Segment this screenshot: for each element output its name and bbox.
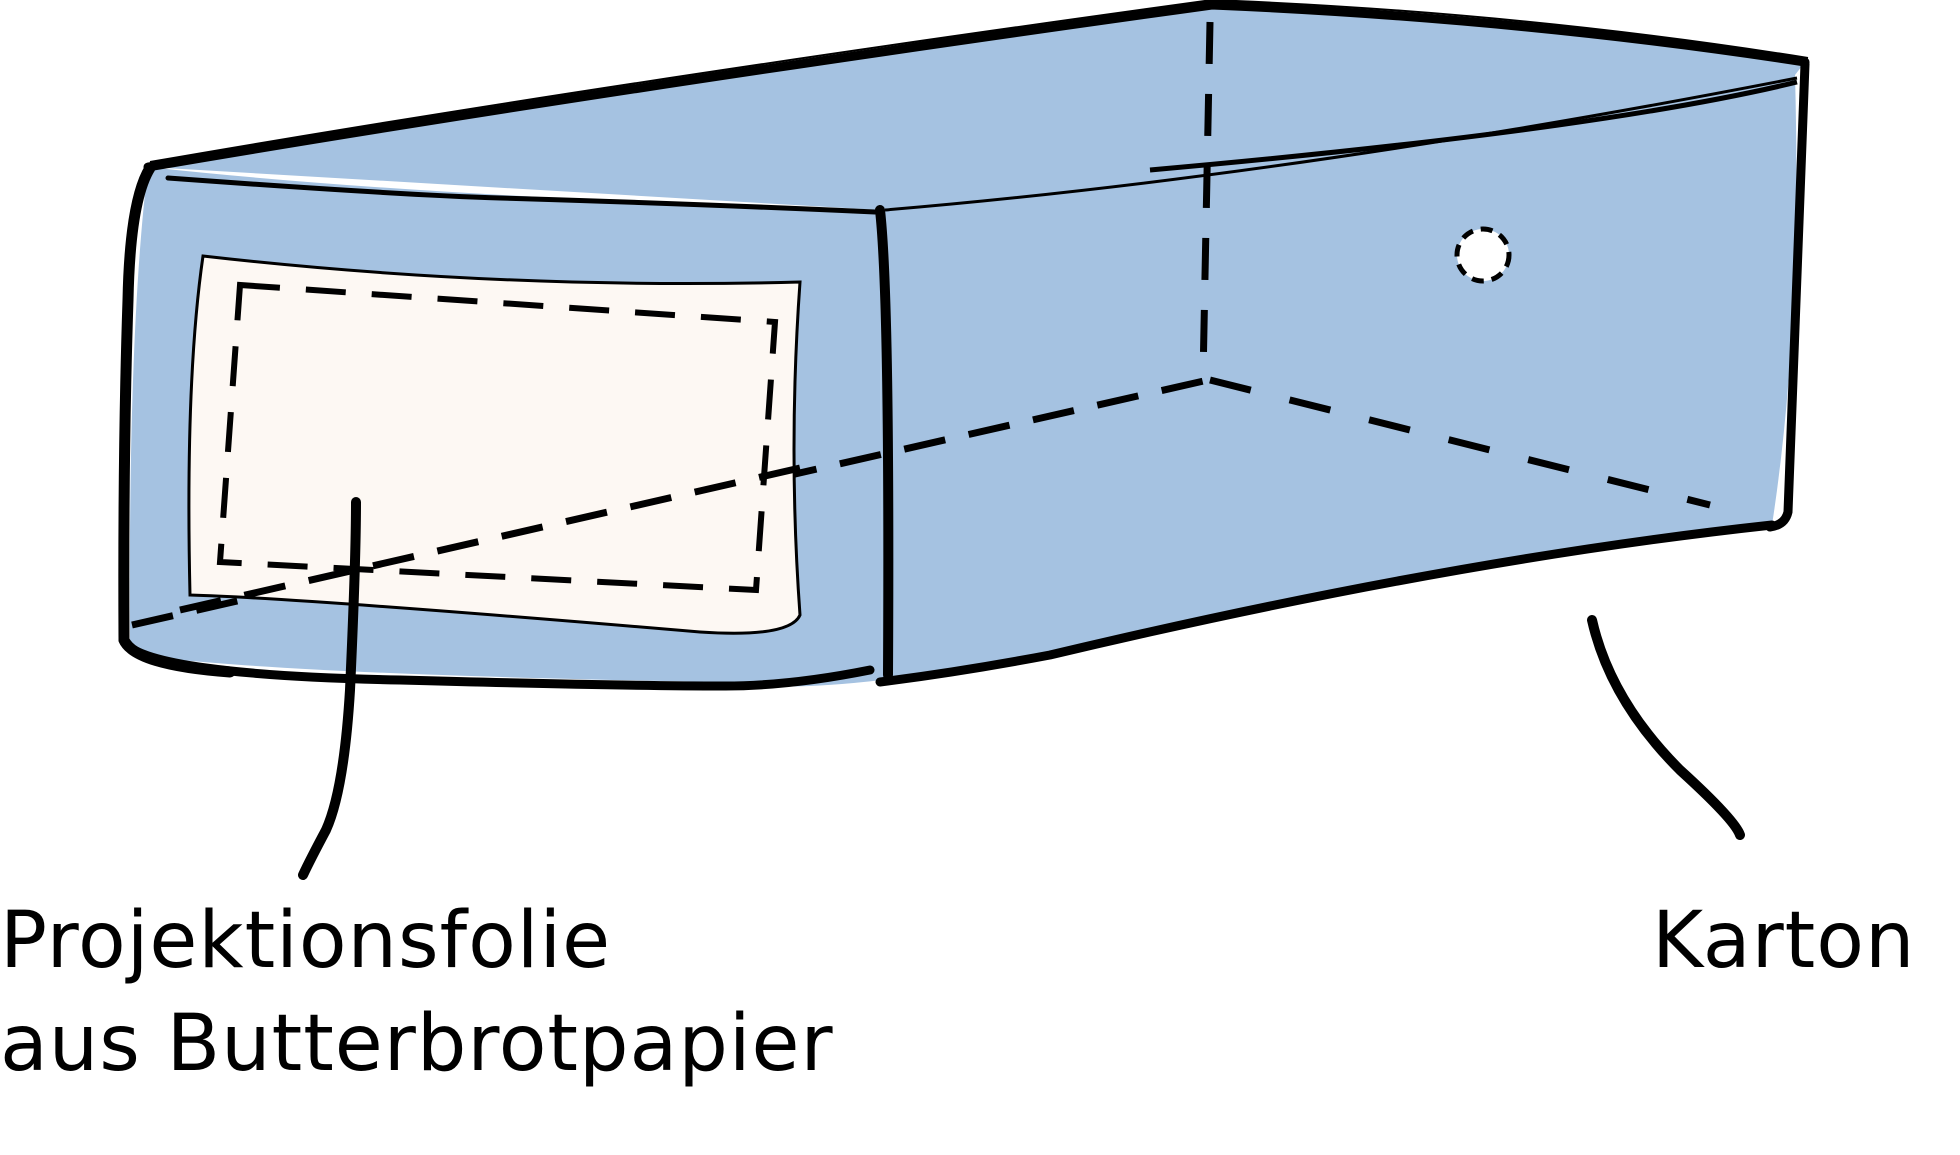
projection-foil-label-line1: Projektionsfolie: [0, 896, 612, 986]
foil-pointer-line: [298, 497, 361, 880]
projection-foil-label-line2: aus Butterbrotpapier: [0, 998, 834, 1089]
projection-foil-label: Projektionsfolie aus Butterbrotpapier: [0, 890, 834, 1096]
carton-top-inner-edge: [884, 76, 1798, 212]
hidden-bottom-right-edge: [1209, 376, 1711, 509]
carton-label: Karton: [1652, 896, 1916, 986]
carton-pointer-line: [1587, 615, 1745, 840]
carton-side-bottom-edge: [875, 520, 1777, 687]
carton-side-face: [148, 5, 1805, 680]
hidden-vertical-edge: [1199, 21, 1214, 379]
carton-back-right-edge: [1765, 59, 1810, 532]
foil-dashed-frame: [216, 281, 779, 594]
carton-front-bottom-edge: [119, 637, 875, 691]
carton-front-top-edge: [165, 175, 878, 215]
hidden-bottom-left-edge-through-foil: [179, 464, 801, 614]
pinhole: [1454, 226, 1512, 284]
projection-foil: [187, 254, 802, 635]
carton-front-right-edge: [875, 205, 894, 680]
carton-top-back-edge-thin: [149, 0, 1809, 163]
carton-top-back-edge: [143, 0, 1810, 172]
carton-top-inner-edge-thick: [1149, 79, 1798, 173]
